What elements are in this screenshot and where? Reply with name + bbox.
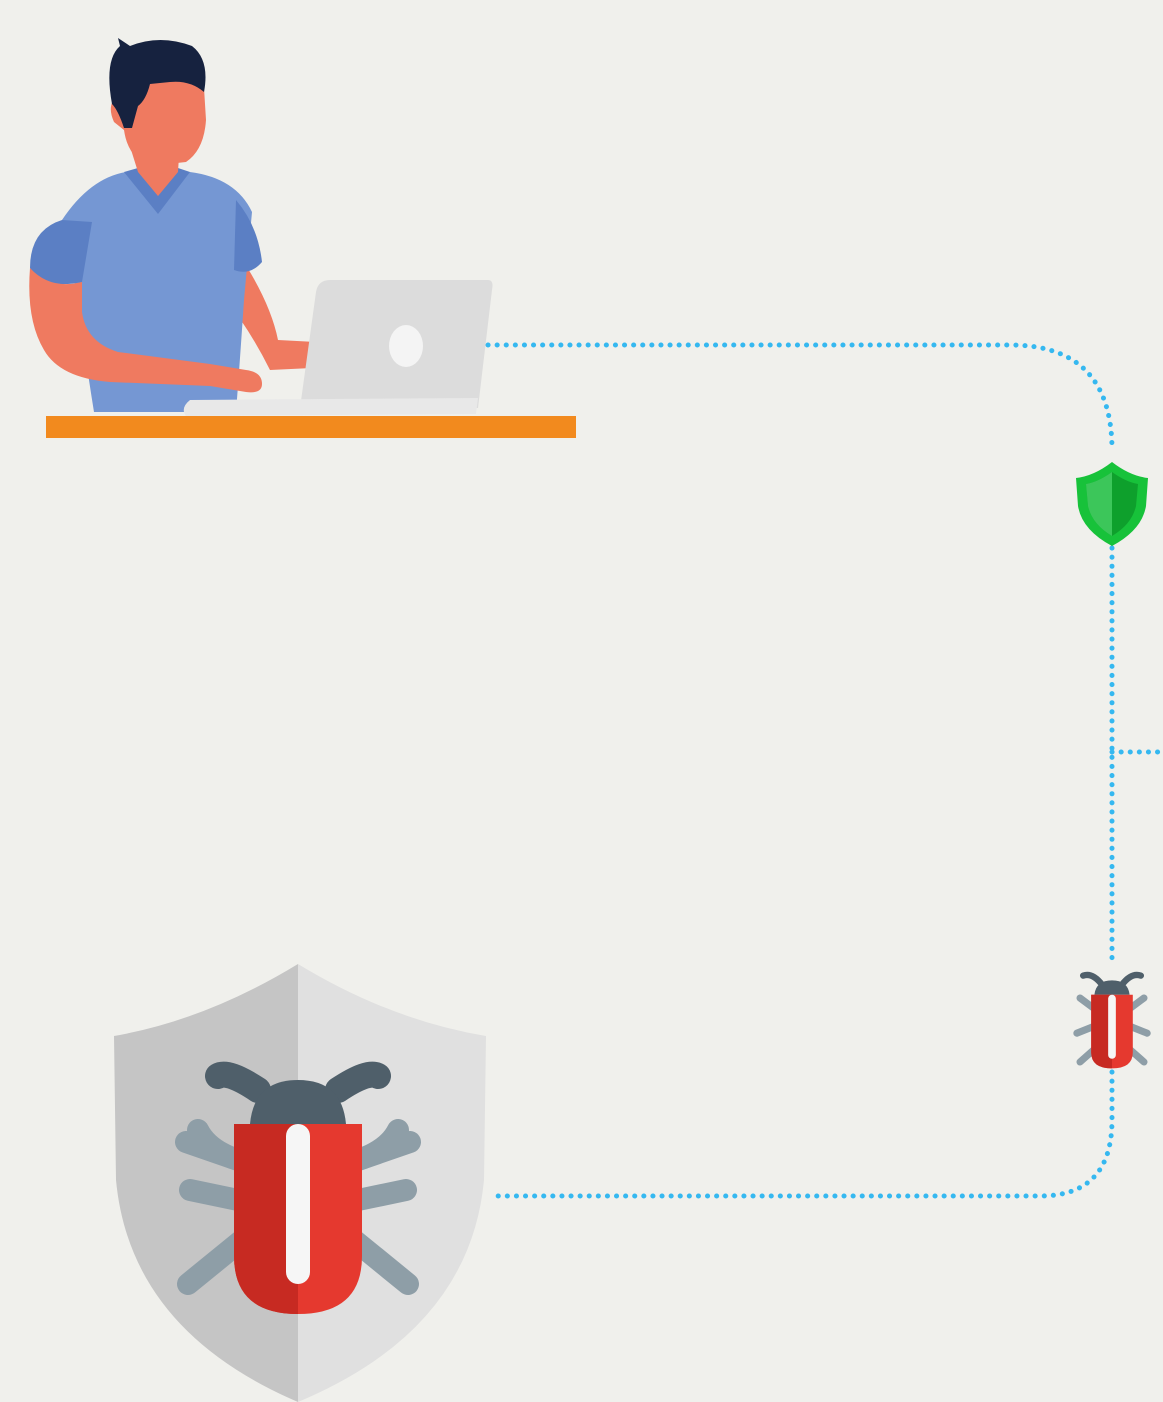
connector-bug-to-bug-shield (490, 1072, 1112, 1196)
connector-laptop-to-shield (488, 345, 1112, 450)
laptop-logo (389, 325, 423, 367)
shield-bug-icon (114, 964, 486, 1402)
shield-bug-stripe (286, 1124, 310, 1284)
green-shield-icon (1076, 462, 1148, 546)
connectors (488, 345, 1163, 1196)
sleeve-left (30, 220, 92, 284)
desk (46, 416, 576, 438)
bug-stripe (1108, 995, 1116, 1059)
person-laptop-icon (29, 38, 576, 438)
laptop-base (184, 398, 478, 416)
bug-icon (1077, 975, 1147, 1068)
